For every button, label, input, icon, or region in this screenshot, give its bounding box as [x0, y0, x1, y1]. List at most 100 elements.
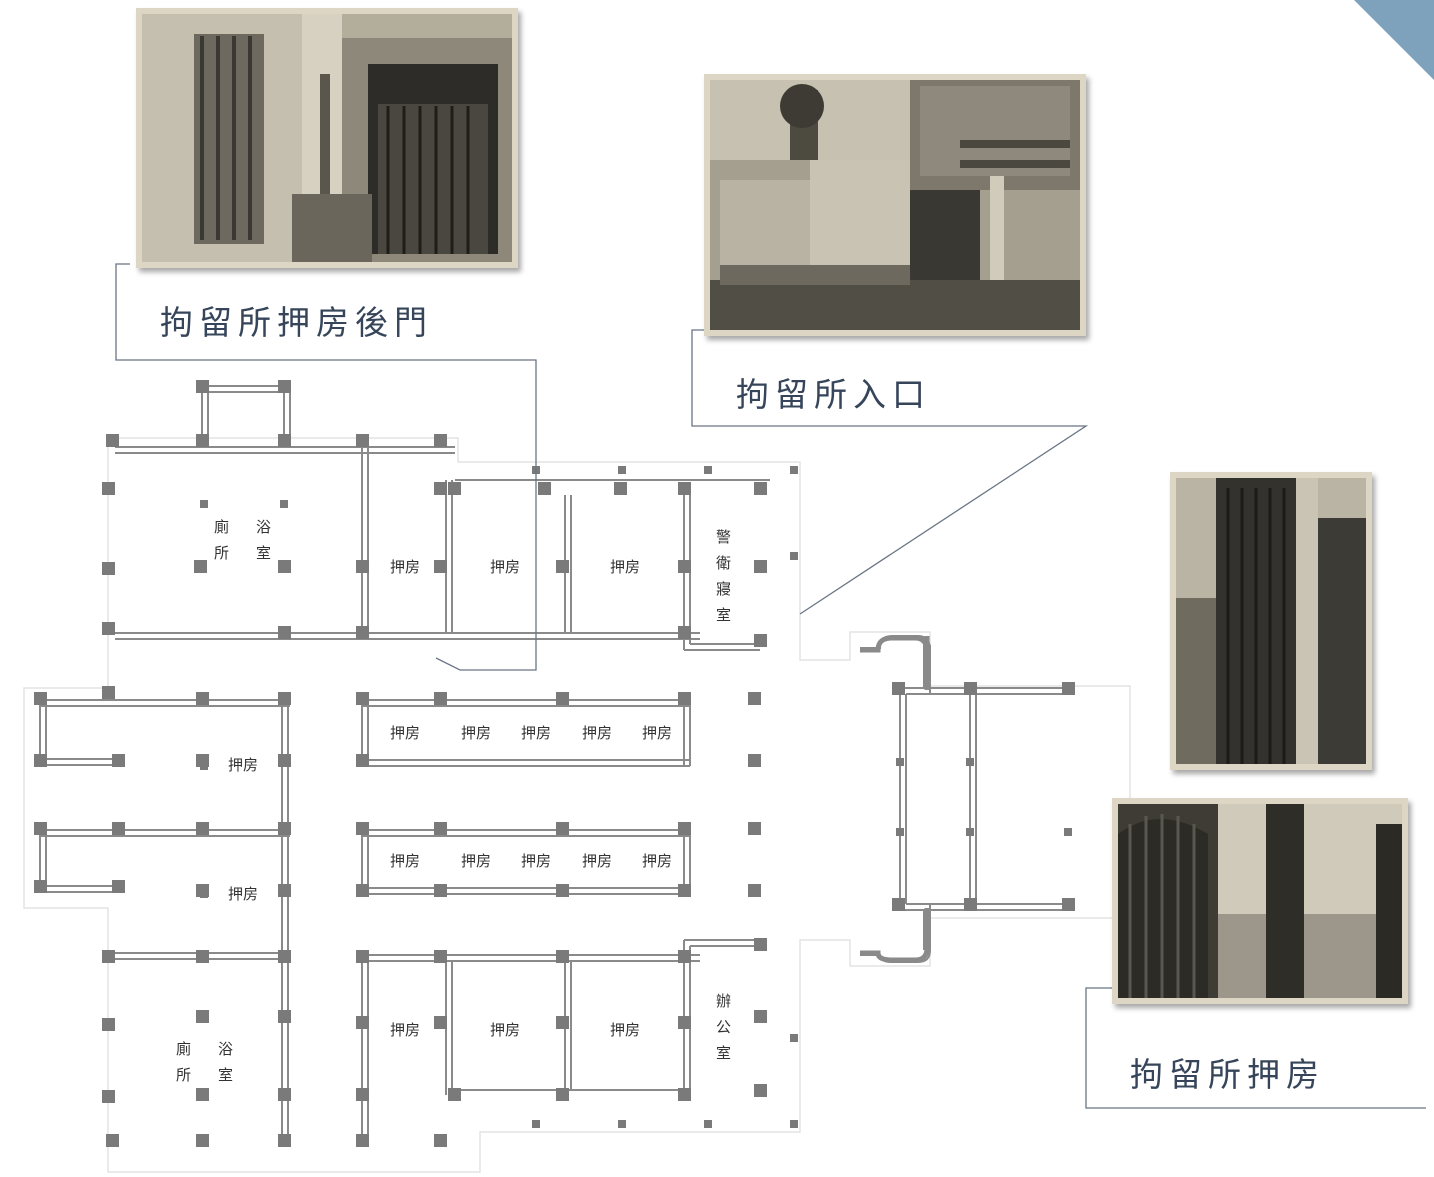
- label-cell-c2: 押房: [461, 724, 491, 742]
- pillar: [356, 950, 369, 963]
- pillar: [434, 692, 447, 705]
- label-guard-4: 室: [716, 606, 731, 624]
- wall-solid: [860, 635, 930, 963]
- pillar: [754, 634, 767, 647]
- pillar: [556, 560, 569, 573]
- pillar: [196, 950, 209, 963]
- pillar: [892, 898, 905, 911]
- pillar: [678, 626, 691, 639]
- label-bath-bottom-1: 浴: [218, 1040, 233, 1058]
- pillar: [678, 482, 691, 495]
- pillar: [614, 482, 627, 495]
- pillar-small: [896, 828, 904, 836]
- label-office-2: 公: [716, 1018, 731, 1036]
- pillar: [112, 822, 125, 835]
- pillar: [892, 682, 905, 695]
- pillar: [194, 560, 207, 573]
- pillar: [556, 1016, 569, 1029]
- label-cell-b2: 押房: [490, 1021, 520, 1039]
- pillar: [754, 482, 767, 495]
- pillar: [556, 822, 569, 835]
- label-guard-3: 寢: [716, 580, 731, 598]
- corner-accent: [1354, 0, 1434, 80]
- pillar: [102, 950, 115, 963]
- pillar: [434, 434, 447, 447]
- pillar: [102, 622, 115, 635]
- pillar: [754, 560, 767, 573]
- pillar: [678, 1088, 691, 1101]
- pillar-small: [704, 1120, 712, 1128]
- pillar: [556, 950, 569, 963]
- label-cell-u1: 押房: [390, 558, 420, 576]
- label-cell-d5: 押房: [642, 852, 672, 870]
- caption-entrance: 拘留所入口: [736, 375, 931, 414]
- label-cell-b1: 押房: [390, 1021, 420, 1039]
- label-toilet-bottom-1: 廁: [176, 1040, 191, 1058]
- pillar: [278, 692, 291, 705]
- pillar: [278, 754, 291, 767]
- pillar: [278, 626, 291, 639]
- pillar: [434, 822, 447, 835]
- pillar: [678, 822, 691, 835]
- caption-rear-door: 拘留所押房後門: [160, 303, 433, 342]
- pillar: [434, 884, 447, 897]
- pillar-small: [966, 828, 974, 836]
- pillar: [106, 434, 119, 447]
- pillar: [356, 754, 369, 767]
- pillar-small: [280, 500, 288, 508]
- label-cell-u2: 押房: [490, 558, 520, 576]
- photo-cell-2: [1112, 798, 1408, 1004]
- pillar: [102, 482, 115, 495]
- pillar: [278, 950, 291, 963]
- pillar-small: [200, 762, 208, 770]
- pillar-small: [618, 466, 626, 474]
- pillar: [278, 434, 291, 447]
- pillar: [754, 1010, 767, 1023]
- caption-cell: 拘留所押房: [1130, 1055, 1325, 1094]
- pillar: [102, 562, 115, 575]
- pillar: [748, 884, 761, 897]
- label-cell-d4: 押房: [582, 852, 612, 870]
- pillar: [34, 880, 47, 893]
- pillar: [278, 380, 291, 393]
- pillar: [112, 880, 125, 893]
- pillar: [102, 1018, 115, 1031]
- room-labels: 廁 所 浴 室 押房 押房 押房 警 衛 寢 室 押房 押房 押房 押房 押房 …: [176, 518, 731, 1084]
- pillar: [278, 1088, 291, 1101]
- label-toilet-bottom-2: 所: [176, 1066, 191, 1084]
- label-office-3: 室: [716, 1044, 731, 1062]
- label-guard-2: 衛: [716, 554, 731, 572]
- pillar: [196, 692, 209, 705]
- pillar-small: [790, 1034, 798, 1042]
- pillar: [112, 754, 125, 767]
- leader-cell: [1085, 987, 1426, 1109]
- pillar-small: [790, 466, 798, 474]
- pillar-small: [200, 500, 208, 508]
- label-cell-d2: 押房: [461, 852, 491, 870]
- pillar: [356, 822, 369, 835]
- pillar: [102, 686, 115, 699]
- label-cell-l2: 押房: [228, 885, 258, 903]
- label-guard-1: 警: [716, 528, 731, 546]
- pillar: [102, 1090, 115, 1103]
- label-cell-c3: 押房: [521, 724, 551, 742]
- pillar: [556, 884, 569, 897]
- pillar: [556, 1088, 569, 1101]
- pillar: [278, 1134, 291, 1147]
- pillar: [356, 560, 369, 573]
- label-toilet-top-1: 廁: [214, 518, 229, 536]
- pillar: [196, 822, 209, 835]
- label-toilet-top-2: 所: [214, 544, 229, 562]
- pillar: [196, 380, 209, 393]
- pillar: [356, 1134, 369, 1147]
- pillar-small: [532, 1120, 540, 1128]
- pillar: [538, 482, 551, 495]
- building-outline: [23, 437, 1131, 1173]
- pillar-small: [618, 1120, 626, 1128]
- label-cell-l1: 押房: [228, 756, 258, 774]
- label-cell-c4: 押房: [582, 724, 612, 742]
- label-cell-u3: 押房: [610, 558, 640, 576]
- label-cell-b3: 押房: [610, 1021, 640, 1039]
